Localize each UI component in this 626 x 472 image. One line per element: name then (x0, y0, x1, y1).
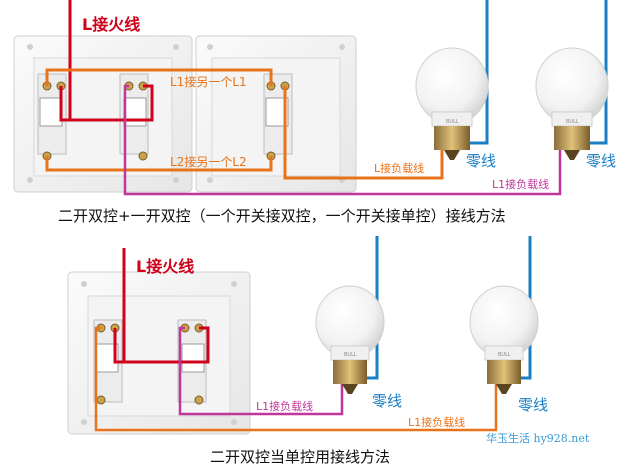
l2-label-top: L2接另一个L2 (170, 154, 247, 169)
l1-load-label-bottom: L1接负载线 (256, 399, 313, 413)
l1-load-wire-bottom (178, 326, 344, 416)
load-label-top: L接负载线 (374, 161, 424, 175)
bulb-brand-label: BULL (566, 119, 579, 125)
l1-label-top: L1接另一个L1 (170, 74, 247, 89)
bulb-icon (415, 47, 489, 160)
neutral-wire-top (468, 0, 608, 145)
neutral-label-top-2: 零线 (586, 152, 616, 170)
bulb-icon (469, 285, 539, 394)
watermark: 华玉生活 hy928.net (486, 431, 590, 445)
live-wire-top (59, 0, 154, 122)
l1-load-wire-bottom-2 (94, 326, 498, 432)
bulb-brand-label: BULL (446, 119, 459, 125)
neutral-label-bottom-2: 零线 (518, 396, 548, 414)
l1-load-label-bottom-2: L1接负载线 (408, 415, 465, 429)
bulb-icon (535, 47, 609, 160)
l1-load-label-top: L1接负载线 (492, 177, 549, 191)
bulb-brand-label: BULL (344, 352, 357, 358)
l1-load-wire-top (123, 84, 562, 196)
neutral-label-bottom: 零线 (372, 392, 402, 410)
neutral-label-top-1: 零线 (466, 152, 496, 170)
switch-plate-one-gang (195, 35, 357, 193)
live-label-bottom: L接火线 (136, 257, 194, 276)
live-label-top: L接火线 (82, 15, 140, 34)
bulb-icon (315, 285, 385, 394)
live-wire-bottom (113, 248, 210, 364)
caption-bottom: 二开双控当单控用接线方法 (210, 448, 391, 466)
l1-wire-top (45, 68, 444, 180)
bulb-brand-label: BULL (498, 352, 511, 358)
caption-top: 二开双控+一开双控（一个开关接双控，一个开关接单控）接线方法 (58, 207, 506, 225)
